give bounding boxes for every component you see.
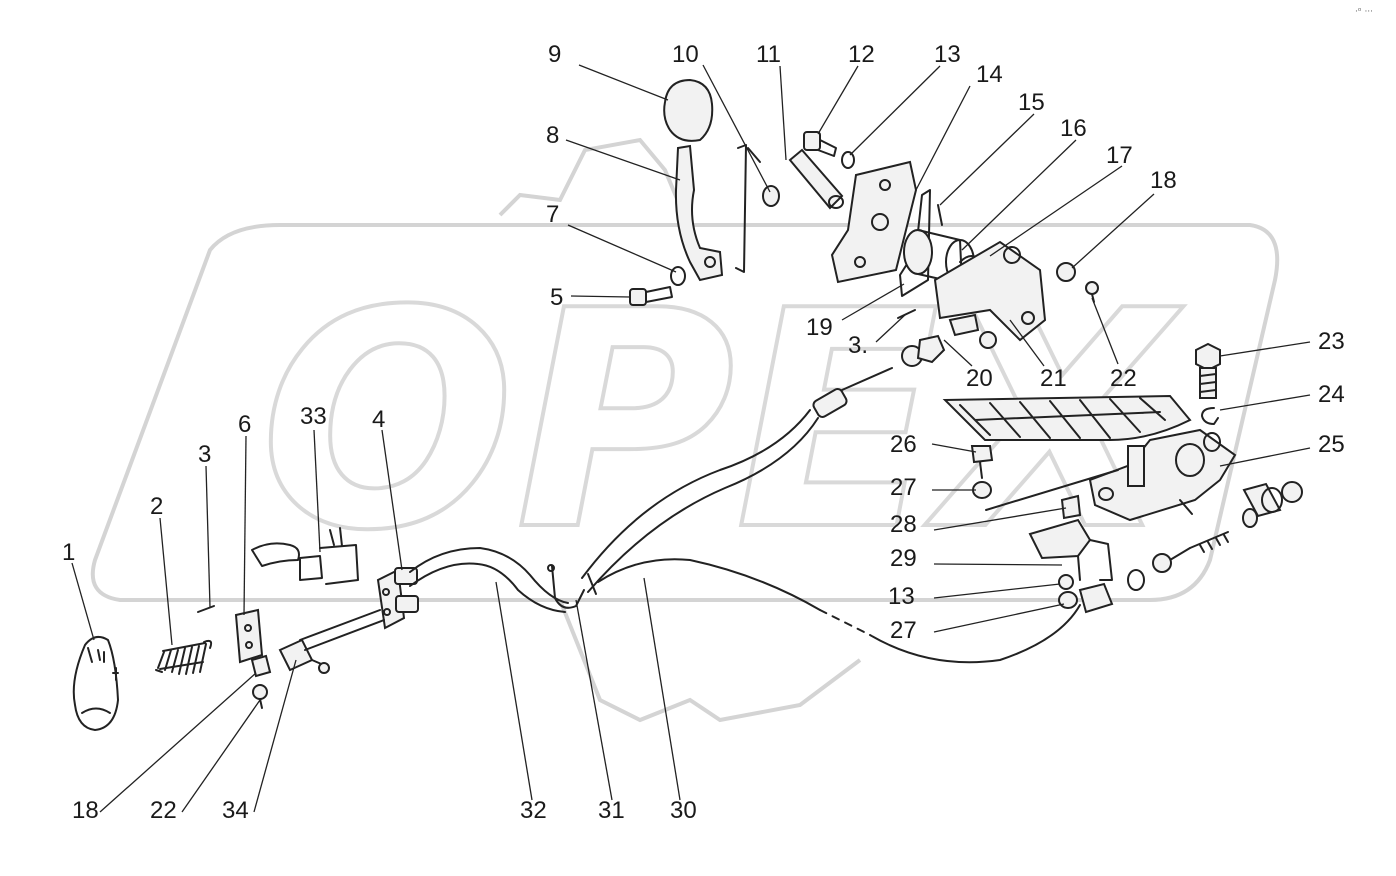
callout-3-left: 3 [198, 441, 211, 468]
pedal-rod-assembly [1127, 481, 1303, 591]
part-30-cable [581, 409, 1081, 664]
callout-3-right: 3. [848, 332, 868, 359]
callout-18-left: 18 [72, 797, 99, 824]
part-7-washer [670, 266, 686, 286]
callout-24: 24 [1318, 381, 1345, 408]
part-24-clip [1201, 407, 1219, 425]
callout-7: 7 [546, 201, 559, 228]
callout-12: 12 [848, 41, 875, 68]
callout-28: 28 [890, 511, 917, 538]
part-23-bolt [1195, 342, 1221, 399]
callout-15: 15 [1018, 89, 1045, 116]
part-26-bolt [970, 445, 994, 479]
callout-32: 32 [520, 797, 547, 824]
callout-29: 29 [890, 545, 917, 572]
part-34-coupler [278, 638, 330, 674]
callout-20: 20 [966, 365, 993, 392]
part-20-nut-washer [901, 334, 946, 367]
part-29-bracket [1028, 518, 1113, 581]
callout-25: 25 [1318, 431, 1345, 458]
part-13-washer-upper [841, 151, 855, 169]
callout-10: 10 [672, 41, 699, 68]
callout-22-right: 22 [1110, 365, 1137, 392]
part-25-pedal [942, 394, 1237, 522]
callout-23: 23 [1318, 328, 1345, 355]
part-6-plate [234, 608, 264, 664]
callout-6: 6 [238, 411, 251, 438]
part-12-bolt [803, 131, 837, 157]
callout-13-upper: 13 [934, 41, 961, 68]
callout-26: 26 [890, 431, 917, 458]
part-1-handle-grip [72, 635, 119, 731]
callout-30: 30 [670, 797, 697, 824]
callout-1: 1 [62, 539, 75, 566]
callout-31: 31 [598, 797, 625, 824]
callout-27-upper: 27 [890, 474, 917, 501]
cable-end-upper [812, 367, 893, 418]
part-10-plate [735, 144, 780, 273]
part-17-spring-arm [933, 240, 1047, 342]
callout-8: 8 [546, 122, 559, 149]
callout-labels: 1 2 3 3. 4 5 6 7 8 9 10 11 12 13 13 14 1… [62, 41, 1345, 824]
callout-14: 14 [976, 61, 1003, 88]
part-14-bracket [830, 160, 918, 284]
callout-21: 21 [1040, 365, 1067, 392]
part-33-bracket [251, 527, 359, 585]
part-2-spring [155, 639, 213, 675]
callout-16: 16 [1060, 115, 1087, 142]
callout-19: 19 [806, 314, 833, 341]
callout-33: 33 [300, 403, 327, 430]
part-22-screw-left [252, 684, 268, 709]
part-3-pin-right [897, 309, 916, 319]
part-3-pin-left [197, 605, 215, 613]
part-18-nut-left [250, 654, 272, 678]
corner-mark: ·ᵒ ··· [1355, 7, 1373, 17]
part-28-link [985, 469, 1119, 520]
part-32-cable-pair [299, 547, 569, 651]
callout-5: 5 [550, 284, 563, 311]
part-27-nut-lower [1058, 582, 1114, 614]
part-13-washer-lower [1058, 574, 1074, 590]
part-4-shift-housing [376, 567, 419, 630]
leader-lines [71, 64, 1311, 813]
part-31-clamp [547, 564, 585, 609]
callout-34: 34 [222, 797, 249, 824]
part-5-bolt [629, 286, 673, 306]
callout-9: 9 [548, 41, 561, 68]
part-18-nut-right [1056, 262, 1076, 282]
callout-11: 11 [756, 41, 781, 68]
part-11-pin [788, 148, 844, 210]
callout-4: 4 [372, 406, 385, 433]
callout-17: 17 [1106, 142, 1133, 169]
part-9-knob [663, 78, 714, 142]
callout-18-right: 18 [1150, 167, 1177, 194]
part-21-bolt [948, 313, 997, 349]
callout-22-left: 22 [150, 797, 177, 824]
part-8-lever [674, 144, 724, 282]
callout-2: 2 [150, 493, 163, 520]
part-22-screw-right [1085, 281, 1099, 303]
callout-27-lower: 27 [890, 617, 917, 644]
callout-13-lower: 13 [888, 583, 915, 610]
